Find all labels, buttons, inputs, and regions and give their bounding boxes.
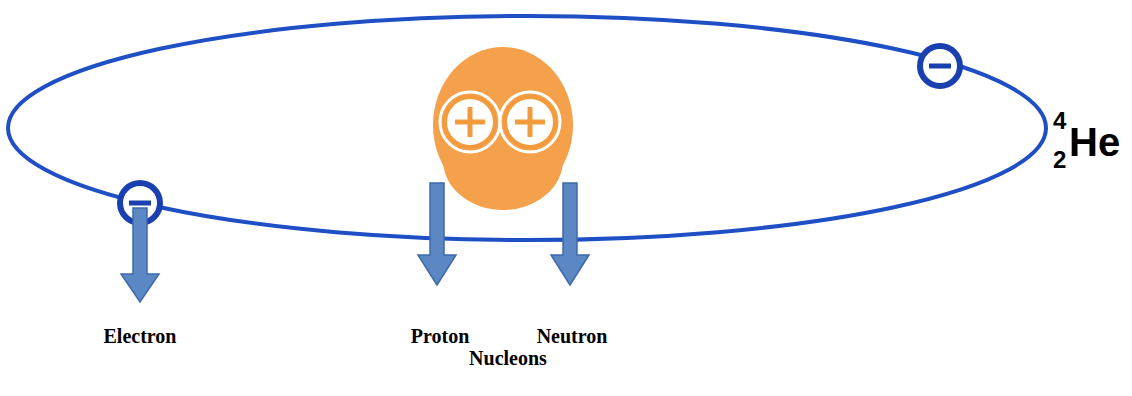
atomic-number: 2 [1053, 148, 1066, 172]
electron-orbit [8, 16, 1046, 240]
nucleus [433, 47, 573, 210]
pointer-arrow [418, 183, 456, 285]
element-symbol: He [1069, 122, 1120, 162]
mass-number: 4 [1053, 109, 1066, 133]
pointer-arrow [551, 183, 589, 285]
part-name: Neutron [537, 326, 608, 346]
part-name: Electron [104, 326, 177, 346]
group-name: Nucleons [469, 348, 547, 368]
pointer-arrow [121, 208, 159, 302]
electron-symbol [920, 46, 960, 86]
part-name: Proton [411, 326, 470, 346]
